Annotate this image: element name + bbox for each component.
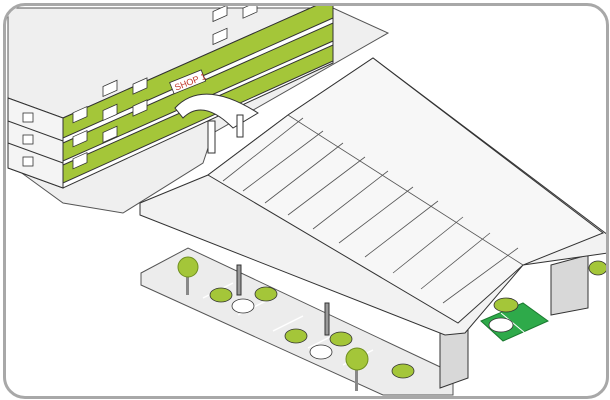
tree <box>345 347 369 391</box>
car <box>488 317 514 333</box>
car <box>254 286 278 302</box>
parked-cars <box>209 260 606 379</box>
car <box>309 344 333 360</box>
car <box>209 287 233 303</box>
car <box>231 298 255 314</box>
car <box>588 260 606 276</box>
canopy-pillars <box>236 254 589 389</box>
tree <box>177 256 199 295</box>
entrance-awning <box>174 93 259 154</box>
canopy-roof <box>139 57 606 336</box>
car <box>391 363 415 379</box>
illustration-frame: SHOP 1 <box>3 3 609 399</box>
car <box>329 331 353 347</box>
parking-lot <box>140 247 454 396</box>
parking-canopy-illustration: SHOP 1 <box>7 6 606 396</box>
car <box>284 328 308 344</box>
car <box>493 297 519 313</box>
